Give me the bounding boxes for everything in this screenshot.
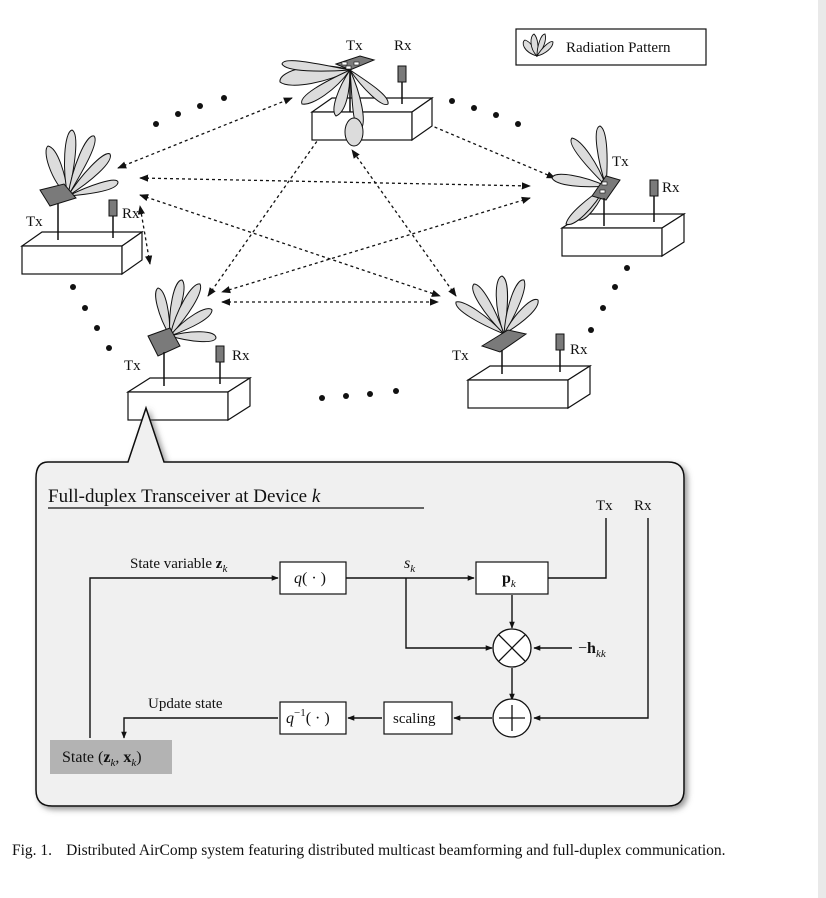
- page-margin-bar: [818, 0, 826, 898]
- device-rx-label: Rx: [662, 180, 680, 196]
- device-bottom-right: Tx Rx: [452, 275, 593, 410]
- rx-antenna: [108, 199, 118, 217]
- radiation-lobes: [551, 125, 608, 225]
- transceiver-title: Full-duplex Transceiver at Device k: [48, 486, 321, 507]
- inverse-quantizer-block: q−1( · ): [279, 701, 347, 735]
- tx-antenna-panel: [39, 183, 77, 207]
- state-block: State (zk, xk): [50, 740, 172, 774]
- device-tx-label: Tx: [26, 214, 43, 230]
- legend: Radiation Pattern: [515, 28, 707, 66]
- device-rx-label: Rx: [394, 38, 412, 54]
- device-left: Tx Rx: [20, 129, 144, 276]
- device-box: [310, 96, 434, 142]
- beamformer-block: pk: [475, 561, 549, 595]
- device-rx-label: Rx: [232, 348, 250, 364]
- panel-tx-label: Tx: [596, 498, 613, 514]
- scaling-block: scaling: [383, 701, 453, 735]
- multiply-node: [492, 628, 532, 668]
- state-variable-label: State variable zk: [130, 556, 228, 575]
- signal-label: sk: [404, 555, 416, 575]
- device-box: [20, 230, 144, 276]
- radiation-lobes: [279, 60, 389, 147]
- device-right: Tx Rx: [551, 125, 687, 258]
- tx-antenna-panel: [147, 327, 181, 357]
- figure-number: Fig. 1.: [12, 842, 53, 859]
- transceiver-title-text: Full-duplex Transceiver at Device: [48, 486, 312, 507]
- device-rx-label: Rx: [570, 342, 588, 358]
- transceiver-title-var: k: [312, 486, 321, 507]
- panel-rx-label: Rx: [634, 498, 652, 514]
- svg-text:State (zk, xk): State (zk, xk): [62, 749, 142, 769]
- rx-antenna: [649, 179, 659, 197]
- legend-label: Radiation Pattern: [566, 40, 671, 56]
- device-tx-label: Tx: [346, 38, 363, 54]
- rx-antenna: [555, 333, 565, 351]
- update-state-label: Update state: [148, 696, 223, 712]
- radiation-pattern-icon: [522, 33, 554, 58]
- transceiver-panel: Full-duplex Transceiver at Device k Tx R…: [35, 405, 685, 807]
- device-bottom-left: Tx Rx: [124, 279, 253, 422]
- quantizer-block: q( · ): [279, 561, 347, 595]
- device-rx-label: Rx: [122, 206, 140, 222]
- device-top: Tx Rx: [279, 38, 434, 147]
- self-interference-label: −hkk: [578, 640, 607, 660]
- rx-antenna: [397, 65, 407, 83]
- device-tx-label: Tx: [612, 154, 629, 170]
- radiation-lobes: [455, 275, 539, 336]
- svg-text:pk: pk: [502, 570, 517, 590]
- device-tx-label: Tx: [452, 348, 469, 364]
- tx-antenna-panel: [591, 175, 621, 201]
- radiation-lobes: [45, 129, 119, 198]
- device-box: [465, 364, 593, 410]
- svg-text:q−1( · ): q−1( · ): [286, 707, 330, 727]
- figure-caption: Fig. 1. Distributed AirComp system featur…: [12, 840, 732, 862]
- radiation-lobes: [155, 279, 217, 343]
- caption-text: Distributed AirComp system featuring dis…: [66, 842, 726, 859]
- svg-text:scaling: scaling: [393, 711, 436, 727]
- device-tx-label: Tx: [124, 358, 141, 374]
- add-node: [492, 698, 532, 738]
- tx-antenna-panel: [480, 329, 528, 353]
- svg-text:q( · ): q( · ): [294, 570, 326, 587]
- rx-antenna: [215, 345, 225, 363]
